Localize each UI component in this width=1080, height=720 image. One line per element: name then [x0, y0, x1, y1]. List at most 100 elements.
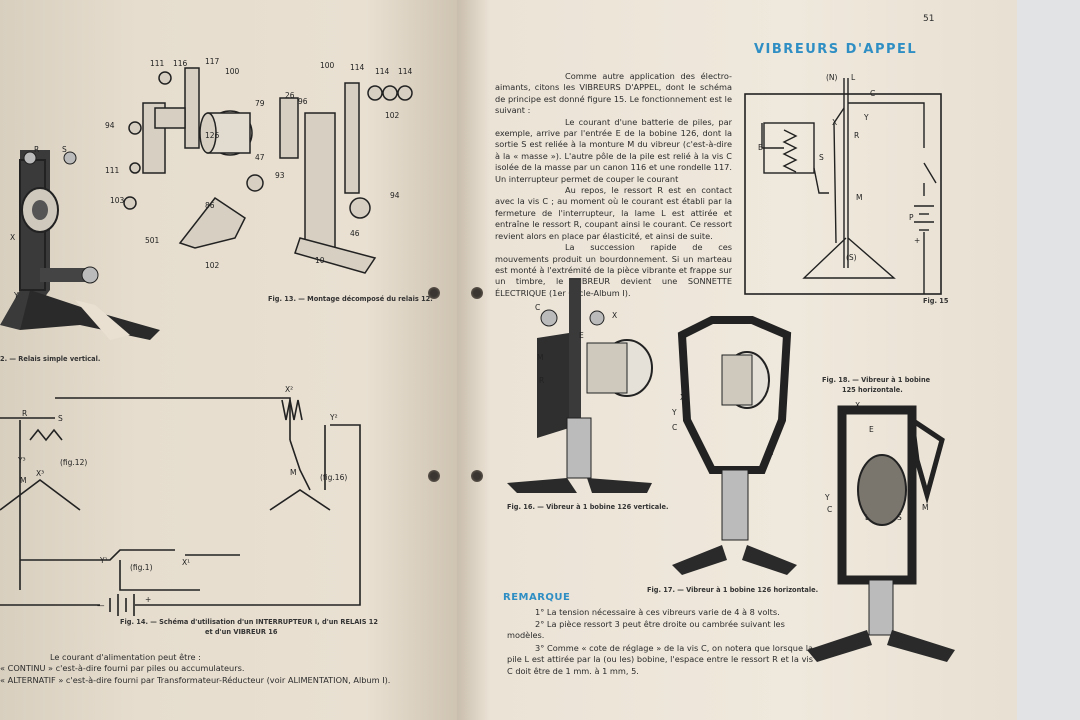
svg-text:M: M	[922, 503, 928, 512]
left-page: R S X Y 2. — Relais simple vertical. 111 11…	[0, 0, 457, 720]
svg-text:117: 117	[205, 57, 220, 66]
svg-text:(fig.1): (fig.1)	[130, 563, 153, 572]
binder-hole	[428, 287, 440, 299]
fig13-caption: Fig. 13. — Montage décomposé du relais 1…	[268, 295, 433, 303]
svg-text:47: 47	[255, 153, 265, 162]
svg-text:(N): (N)	[826, 73, 838, 82]
svg-text:X²: X²	[285, 385, 293, 394]
svg-text:R: R	[854, 131, 859, 140]
svg-text:126: 126	[205, 131, 220, 140]
svg-text:+: +	[914, 236, 920, 245]
svg-text:C: C	[827, 505, 832, 514]
svg-text:S: S	[62, 145, 67, 154]
svg-text:X¹: X¹	[182, 558, 190, 567]
svg-text:C: C	[672, 423, 677, 432]
svg-text:501: 501	[145, 236, 160, 245]
fig18-caption-line1: Fig. 18. — Vibreur à 1 bobine	[822, 376, 931, 384]
svg-text:100: 100	[320, 61, 335, 70]
page-title: VIBREURS D'APPEL	[754, 42, 918, 57]
fig17-caption: Fig. 17. — Vibreur à 1 bobine 126 horizo…	[647, 586, 819, 594]
svg-text:S: S	[819, 153, 824, 162]
svg-text:E: E	[758, 143, 763, 152]
svg-text:93: 93	[275, 171, 285, 180]
svg-text:M: M	[290, 468, 296, 477]
fig16-vibrator-illustration: C X M E R	[507, 278, 653, 493]
svg-text:M: M	[537, 353, 543, 362]
svg-text:X: X	[10, 233, 15, 242]
svg-text:—: —	[97, 601, 105, 610]
remarque-heading: REMARQUE	[503, 592, 571, 603]
svg-text:R: R	[22, 409, 27, 418]
svg-text:Y: Y	[13, 291, 19, 300]
svg-text:94: 94	[105, 121, 115, 130]
svg-text:86: 86	[205, 201, 215, 210]
svg-text:Y¹: Y¹	[99, 556, 108, 565]
svg-text:S: S	[58, 414, 63, 423]
svg-text:X: X	[680, 393, 685, 402]
page-number: 51	[923, 14, 935, 24]
svg-text:111: 111	[150, 59, 165, 68]
power-continuous: « CONTINU » c'est-à-dire fourni par pile…	[0, 663, 245, 673]
binder-hole	[471, 470, 483, 482]
svg-text:96: 96	[298, 97, 308, 106]
paragraph: Au repos, le ressort R est en contact av…	[495, 185, 732, 241]
power-intro: Le courant d'alimentation peut être :	[50, 652, 201, 662]
svg-text:(S): (S)	[846, 253, 857, 262]
fig16-caption: Fig. 16. — Vibreur à 1 bobine 126 vertic…	[507, 503, 669, 511]
svg-text:M: M	[20, 476, 26, 485]
power-alternating: « ALTERNATIF » c'est-à-dire fourni par T…	[0, 675, 391, 685]
binder-hole	[471, 287, 483, 299]
fig14-caption-line2: et d'un VIBREUR 16	[205, 628, 278, 636]
svg-text:114: 114	[375, 67, 390, 76]
svg-text:R: R	[907, 573, 912, 582]
svg-text:E: E	[579, 331, 584, 340]
svg-text:M: M	[767, 448, 773, 457]
svg-text:Y: Y	[671, 408, 677, 417]
svg-text:L: L	[851, 73, 856, 82]
body-text: Comme autre application des électro-aima…	[495, 71, 732, 299]
svg-text:79: 79	[255, 99, 265, 108]
background-wall	[1017, 0, 1080, 720]
svg-text:M: M	[856, 193, 862, 202]
fig15-caption: Fig. 15	[923, 297, 949, 305]
svg-text:S: S	[897, 513, 902, 522]
svg-text:C: C	[535, 303, 540, 312]
remark-1: 1° La tension nécessaire à ces vibreurs …	[535, 607, 780, 617]
paragraph: Comme autre application des électro-aima…	[495, 71, 732, 116]
svg-text:26: 26	[285, 91, 295, 100]
fig12-caption: 2. — Relais simple vertical.	[0, 355, 101, 363]
svg-text:C: C	[870, 89, 875, 98]
svg-text:116: 116	[173, 59, 188, 68]
binder-hole	[428, 470, 440, 482]
svg-text:X: X	[612, 311, 617, 320]
svg-text:Y²: Y²	[329, 413, 338, 422]
svg-text:Y³: Y³	[17, 456, 26, 465]
fig14-caption-line1: Fig. 14. — Schéma d'utilisation d'un INT…	[120, 618, 378, 626]
svg-text:X: X	[855, 401, 860, 410]
paragraph: Le courant d'une batterie de piles, par …	[495, 116, 732, 184]
svg-text:114: 114	[350, 63, 365, 72]
svg-text:X³: X³	[36, 469, 44, 478]
svg-text:E: E	[784, 333, 789, 342]
svg-text:E: E	[869, 425, 874, 434]
svg-text:103: 103	[110, 196, 125, 205]
svg-text:+: +	[145, 595, 151, 604]
svg-text:(fig.16): (fig.16)	[320, 473, 347, 482]
svg-text:X: X	[832, 118, 837, 127]
svg-text:Y: Y	[863, 113, 869, 122]
svg-text:46: 46	[350, 229, 360, 238]
fig18-caption-line2: 125 horizontale.	[842, 386, 903, 394]
right-page: 51 VIBREURS D'APPEL Comme autre applicat…	[457, 0, 1018, 720]
svg-text:Y: Y	[824, 493, 830, 502]
svg-text:111: 111	[105, 166, 120, 175]
fig15-vibrator-schematic: (N) L C Y X E R S M (S) P +	[744, 73, 942, 295]
svg-text:114: 114	[398, 67, 413, 76]
svg-text:R: R	[539, 376, 544, 385]
remark-2: 2° La pièce ressort 3 peut être droite o…	[507, 619, 785, 641]
svg-text:102: 102	[205, 261, 220, 270]
svg-text:P: P	[909, 213, 914, 222]
remark-3: 3° Comme « cote de réglage » de la vis C…	[507, 643, 813, 676]
